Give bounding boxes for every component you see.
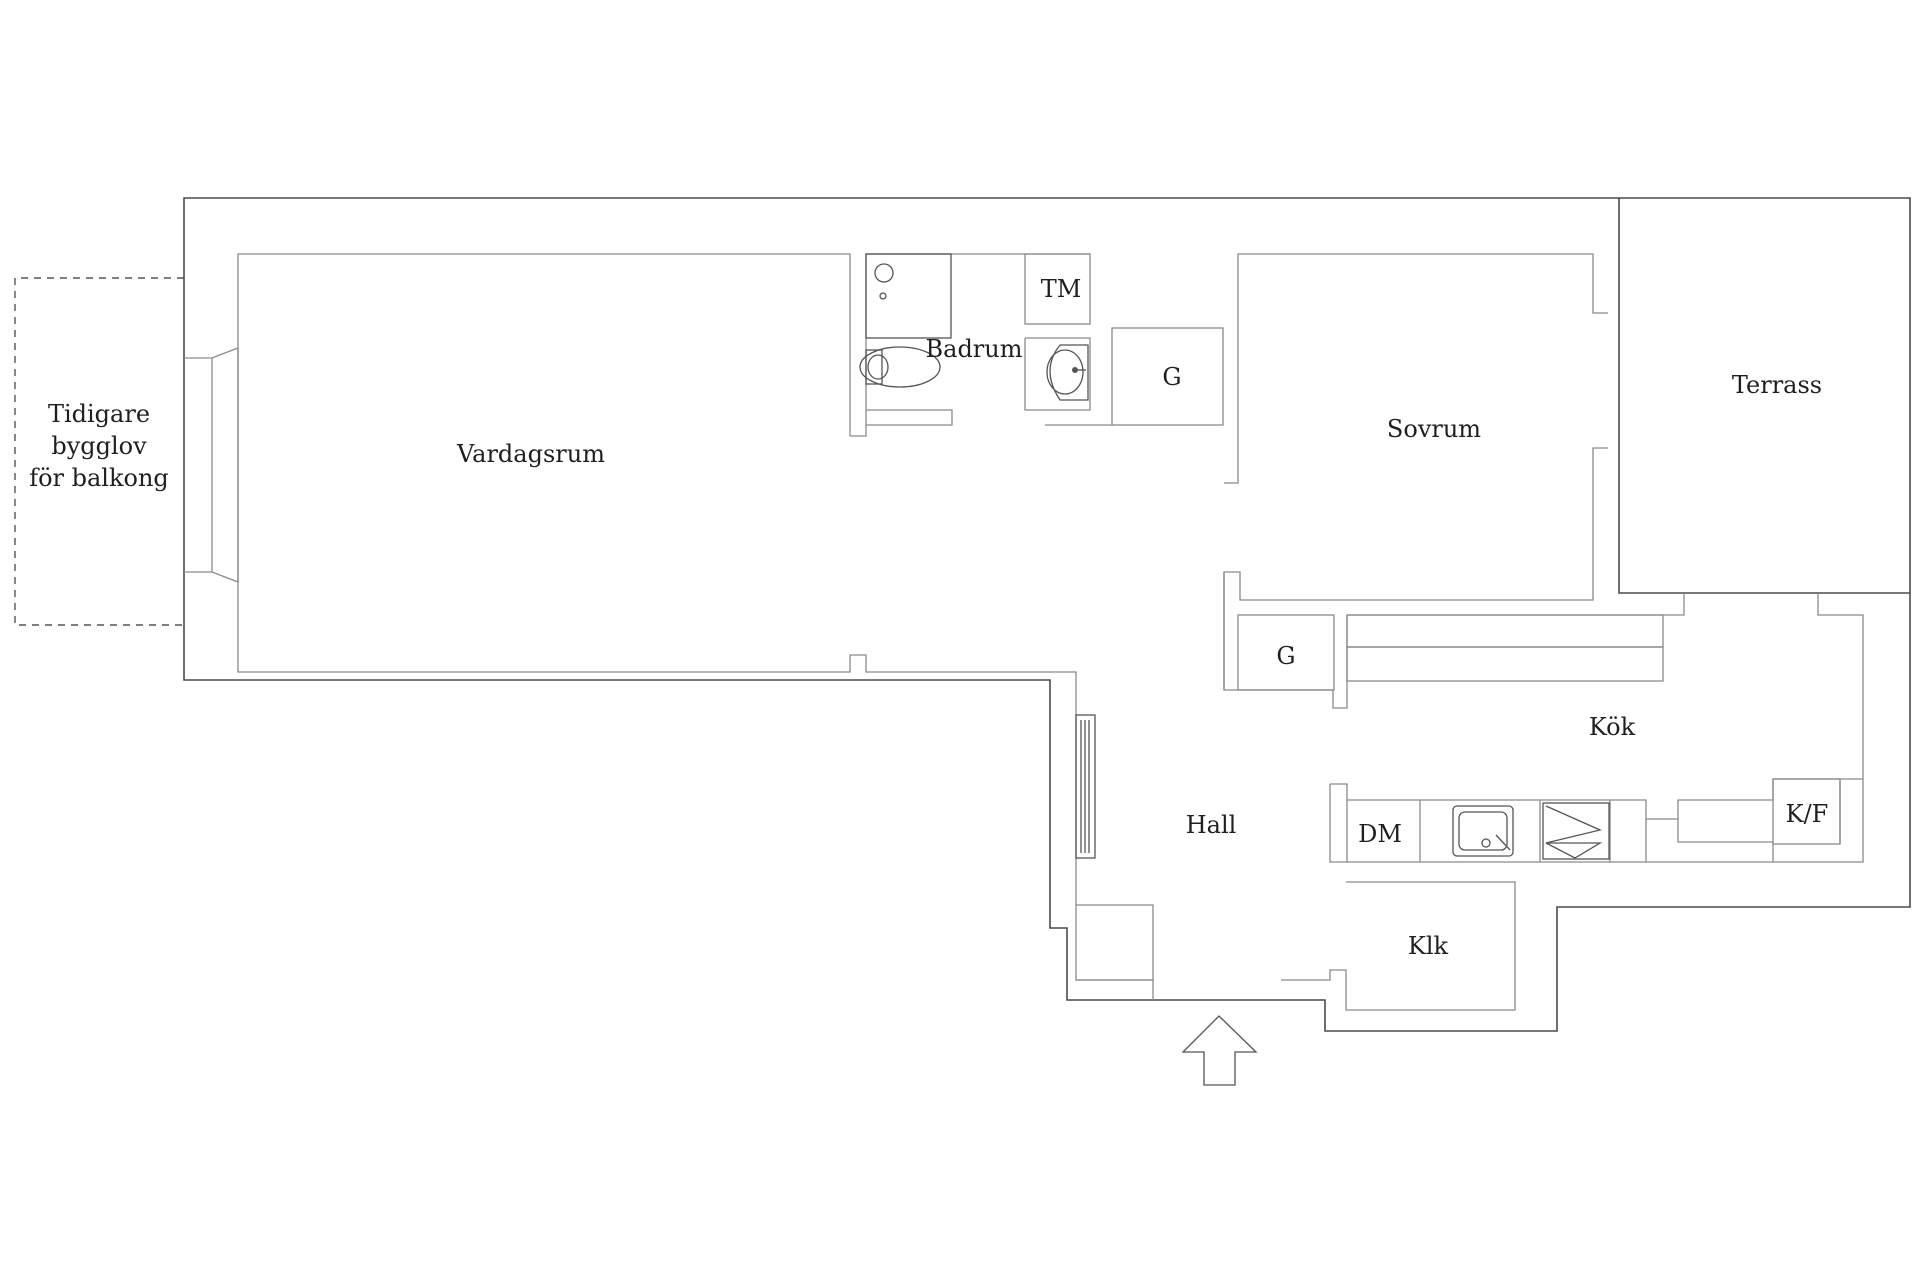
balcony-label-2: bygglov xyxy=(51,432,147,460)
hall-label: Hall xyxy=(1186,811,1237,839)
shower-icon xyxy=(865,253,952,339)
kf-unit xyxy=(1646,778,1863,820)
washbasin-counter xyxy=(1024,337,1091,411)
kok-walls xyxy=(1347,593,1685,616)
terrass-label: Terrass xyxy=(1732,371,1822,399)
entrance-arrow-icon xyxy=(1181,1015,1258,1086)
shower-drain xyxy=(874,263,894,283)
kok-walls-right xyxy=(1329,593,1864,863)
klk-walls xyxy=(1281,881,1516,1011)
outer-wall xyxy=(183,197,1911,1032)
sovrum-label: Sovrum xyxy=(1387,415,1481,443)
kf-label: K/F xyxy=(1786,800,1829,828)
tm-closet xyxy=(1024,253,1091,325)
g-top-label: G xyxy=(1162,363,1181,391)
badrum-lower xyxy=(866,409,953,426)
stove-icon xyxy=(1542,802,1610,860)
klk-label: Klk xyxy=(1408,932,1449,960)
window-recess xyxy=(184,347,239,583)
wardrobe-shelf-lower xyxy=(1346,646,1664,682)
hall-walls xyxy=(1075,905,1153,981)
vardagsrum-walls xyxy=(237,253,1154,980)
dm-label: DM xyxy=(1358,820,1402,848)
kf-unit-lower xyxy=(1677,819,1774,862)
washbasin-icon xyxy=(1046,344,1089,401)
terrace-wall xyxy=(1618,198,1910,594)
tm-label: TM xyxy=(1041,275,1082,303)
g-closet-top xyxy=(1111,327,1224,426)
sink-icon xyxy=(1452,805,1514,857)
sovrum-walls xyxy=(1224,253,1608,484)
radiator-icon xyxy=(1075,714,1096,859)
balcony-label-3: för balkong xyxy=(29,464,169,492)
vardagsrum-label: Vardagsrum xyxy=(456,440,605,468)
hall-bottom xyxy=(1076,979,1154,1000)
wardrobe-shelf-upper xyxy=(1346,614,1664,648)
g-closet-mid xyxy=(1237,614,1335,691)
shower-head xyxy=(879,292,887,300)
g-mid-label: G xyxy=(1276,642,1295,670)
badrum-label: Badrum xyxy=(926,335,1023,363)
balcony-label-1: Tidigare xyxy=(48,400,150,428)
toilet-icon xyxy=(859,346,941,388)
balcony-outline xyxy=(14,277,184,626)
badrum-walls xyxy=(850,253,1090,437)
kok-label: Kök xyxy=(1589,713,1636,741)
